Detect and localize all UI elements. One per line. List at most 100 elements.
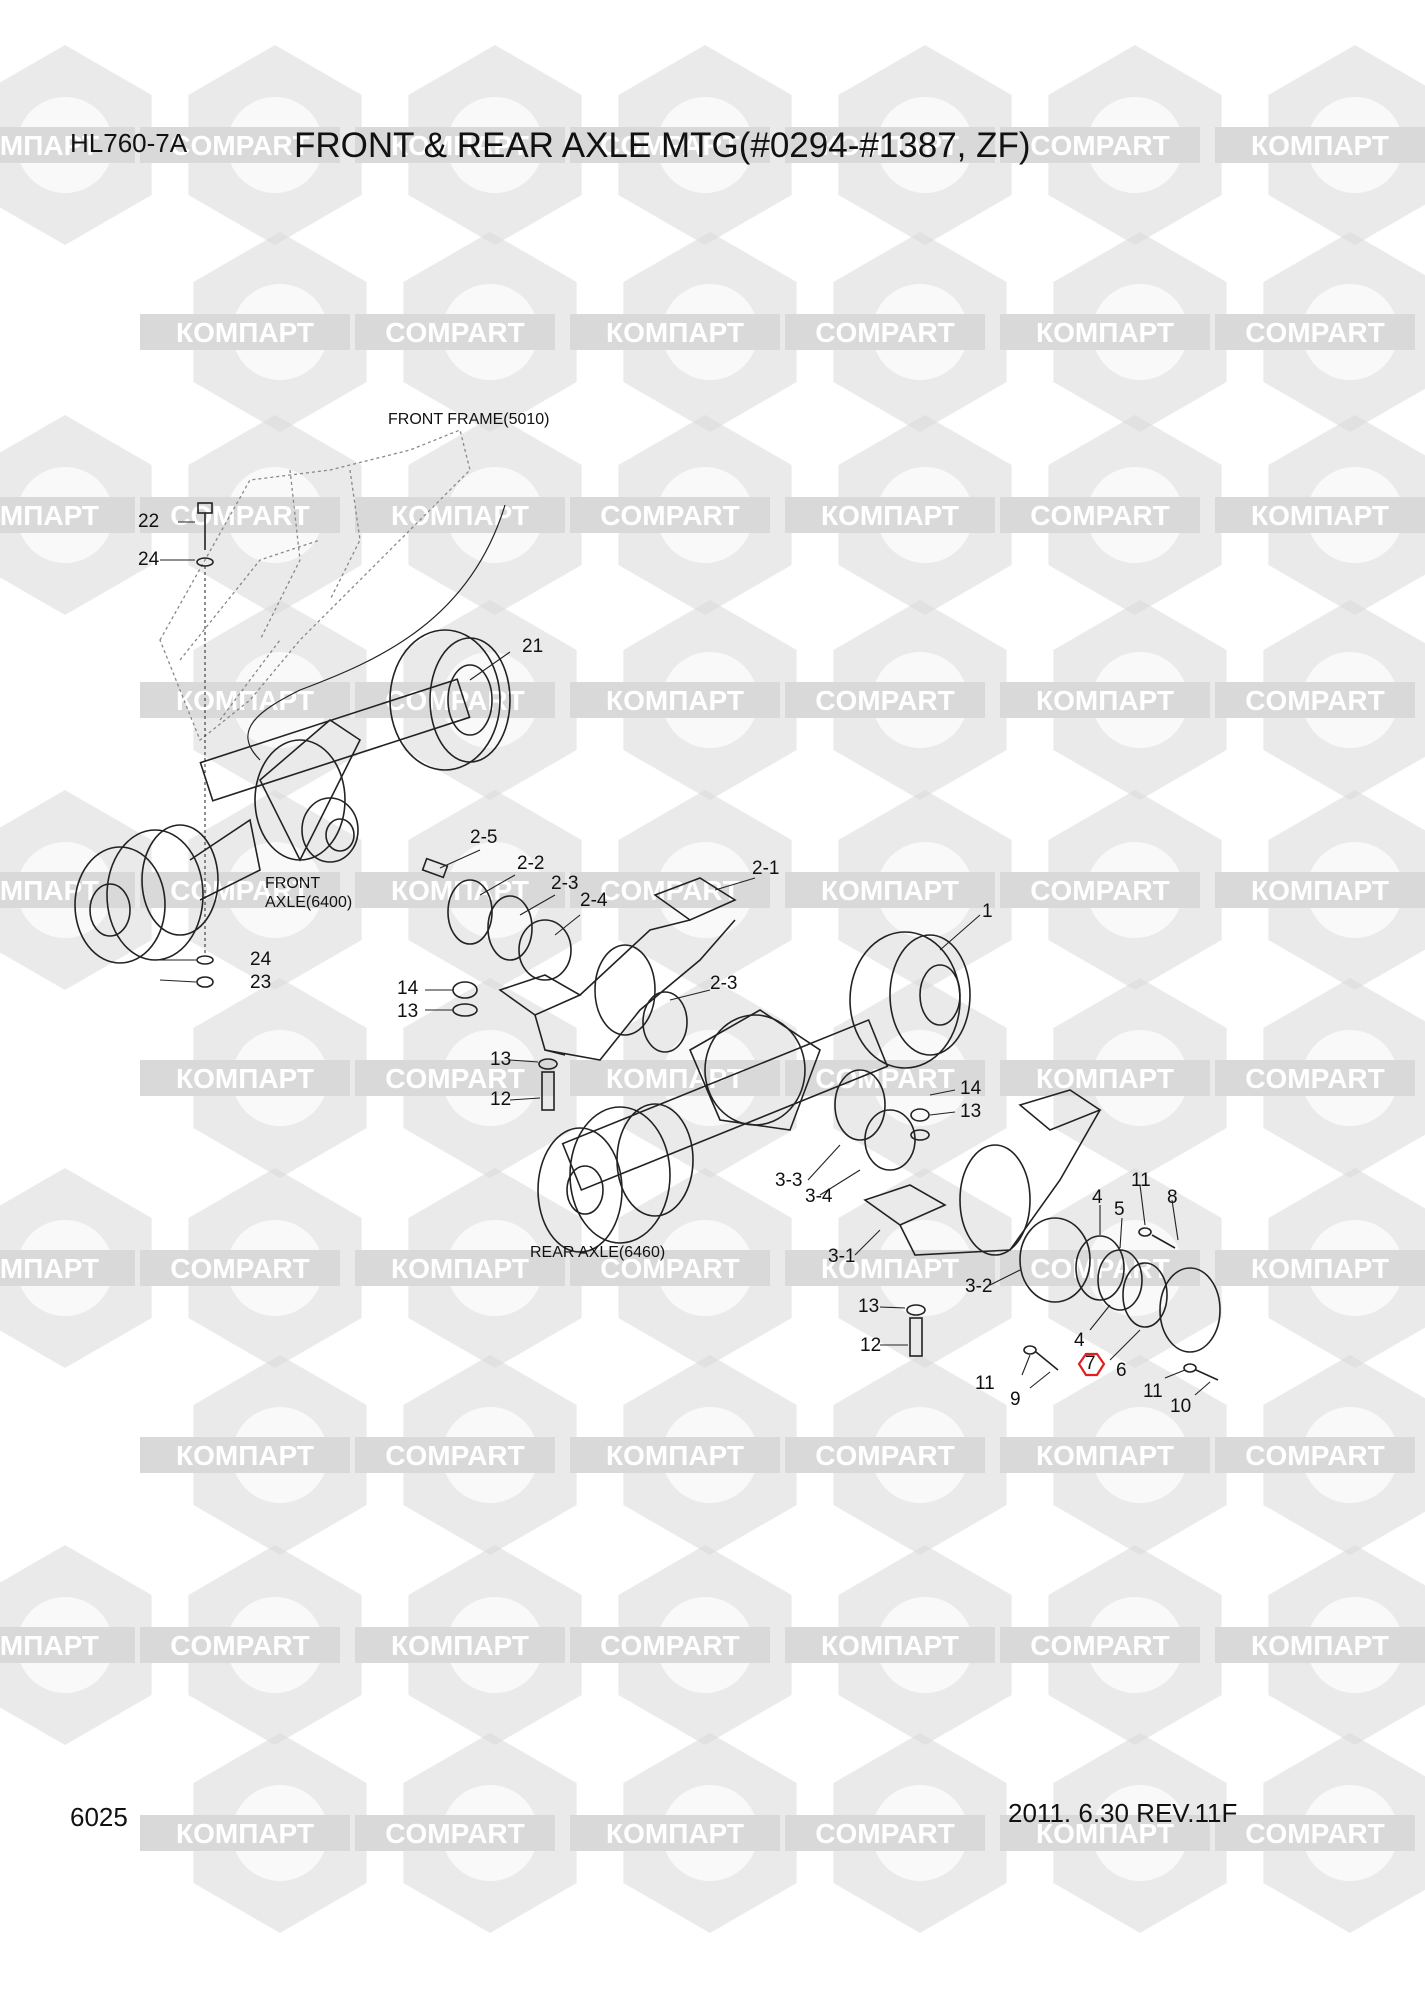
callout-21[interactable]: 21 [522,636,544,657]
model-name: HL760-7A [70,128,188,158]
svg-text:КОМПАРТ: КОМПАРТ [606,685,744,716]
svg-text:КОМПАРТ: КОМПАРТ [606,1818,744,1849]
callout-12[interactable]: 12 [860,1335,882,1356]
front-frame-label: FRONT FRAME(5010) [388,411,550,428]
callout-24[interactable]: 24 [250,949,272,970]
svg-text:COMPART: COMPART [600,500,739,531]
front-bolt-assembly [196,502,214,988]
callout-9[interactable]: 9 [1010,1389,1021,1410]
callout-24[interactable]: 24 [138,549,160,570]
svg-text:COMPART: COMPART [1030,1630,1169,1661]
callout-2-2[interactable]: 2-2 [517,853,545,874]
callout-5[interactable]: 5 [1114,1199,1125,1220]
callout-13[interactable]: 13 [490,1049,512,1070]
callout-14[interactable]: 14 [960,1078,982,1099]
callout-11[interactable]: 11 [1143,1381,1163,1402]
callout-10[interactable]: 10 [1170,1396,1192,1417]
svg-text:КОМПАРТ: КОМПАРТ [606,1063,744,1094]
callout-23[interactable]: 23 [250,972,272,993]
callout-7[interactable]: 7 [1085,1353,1096,1374]
rear-axle-label: REAR AXLE(6460) [530,1244,666,1261]
svg-text:COMPART: COMPART [170,130,309,161]
callout-1[interactable]: 1 [982,901,993,922]
callout-12[interactable]: 12 [490,1089,512,1110]
svg-text:КОМПАРТ: КОМПАРТ [1036,1818,1174,1849]
svg-text:COMPART: COMPART [170,500,309,531]
svg-text:КОМПАРТ: КОМПАРТ [176,1818,314,1849]
callout-2-4[interactable]: 2-4 [580,890,608,911]
callout-4[interactable]: 4 [1074,1330,1085,1351]
callout-2-3[interactable]: 2-3 [551,873,579,894]
svg-text:COMPART: COMPART [1245,685,1384,716]
callout-4[interactable]: 4 [1092,1187,1103,1208]
callout-3-1[interactable]: 3-1 [828,1246,856,1267]
callout-3-4[interactable]: 3-4 [805,1186,833,1207]
svg-text:COMPART: COMPART [1245,1063,1384,1094]
rear-axle-drawing [537,931,971,1253]
svg-text:КОМПАРТ: КОМПАРТ [0,1630,99,1661]
callout-2-1[interactable]: 2-1 [752,858,780,879]
svg-text:КОМПАРТ: КОМПАРТ [391,130,529,161]
svg-text:COMPART: COMPART [600,130,739,161]
watermark-logo: КОМПАРТ COMPART [0,45,362,245]
watermark-logo: КОМПАРТ COMPART [140,1733,577,1933]
callout-2-3[interactable]: 2-3 [710,973,738,994]
svg-text:КОМПАРТ: КОМПАРТ [821,875,959,906]
pin-assembly [1023,1227,1221,1381]
svg-text:COMPART: COMPART [815,317,954,348]
svg-text:КОМПАРТ: КОМПАРТ [1251,875,1389,906]
front-frame-outline [159,429,471,742]
callout-11[interactable]: 11 [1131,1170,1151,1191]
svg-text:КОМПАРТ: КОМПАРТ [0,500,99,531]
callout-3-3[interactable]: 3-3 [775,1170,803,1191]
callout-13[interactable]: 13 [858,1296,880,1317]
svg-text:КОМПАРТ: КОМПАРТ [0,875,99,906]
highlight-marker [1077,1352,1106,1377]
svg-text:КОМПАРТ: КОМПАРТ [1251,1630,1389,1661]
callout-13[interactable]: 13 [397,1001,419,1022]
svg-text:COMPART: COMPART [385,1818,524,1849]
callout-3-2[interactable]: 3-2 [965,1276,993,1297]
svg-text:КОМПАРТ: КОМПАРТ [1036,685,1174,716]
bracket-2-1 [498,877,737,1061]
callout-2-5[interactable]: 2-5 [470,827,498,848]
svg-text:КОМПАРТ: КОМПАРТ [0,130,99,161]
page-title: FRONT & REAR AXLE MTG(#0294-#1387, ZF) [294,126,1031,165]
callout-6[interactable]: 6 [1116,1360,1127,1381]
svg-text:КОМПАРТ: КОМПАРТ [176,685,314,716]
callout-11[interactable]: 11 [975,1373,995,1394]
front-axle-label: FRONT AXLE(6400) [265,875,353,911]
svg-text:КОМПАРТ: КОМПАРТ [176,317,314,348]
svg-text:COMPART: COMPART [600,875,739,906]
callout-13[interactable]: 13 [960,1101,982,1122]
svg-text:КОМПАРТ: КОМПАРТ [821,1630,959,1661]
callout-8[interactable]: 8 [1167,1187,1178,1208]
callout-14[interactable]: 14 [397,978,419,999]
callout-22[interactable]: 22 [138,511,160,532]
svg-text:COMPART: COMPART [1030,500,1169,531]
watermark-logo: КОМПАРТ COMPART [1000,600,1425,800]
svg-text:КОМПАРТ: КОМПАРТ [176,1440,314,1471]
mount-parts-2 [421,857,688,1111]
